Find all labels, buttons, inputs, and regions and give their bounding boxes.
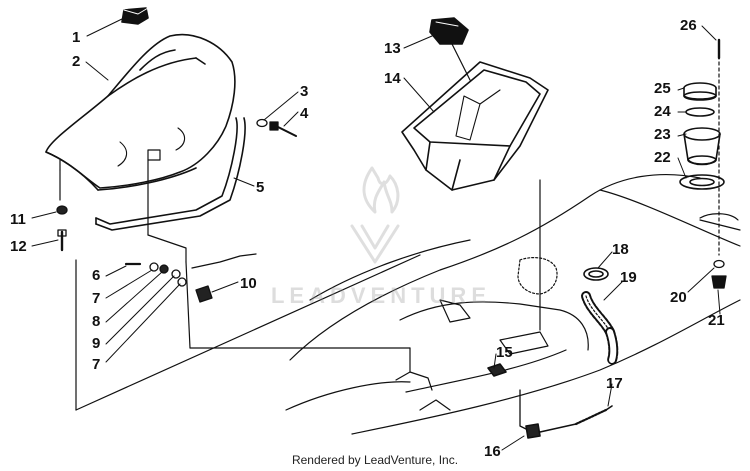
callout-26[interactable]: 26 [680, 17, 697, 34]
leadventure-logo-watermark [350, 166, 400, 264]
callout-23[interactable]: 23 [654, 126, 671, 143]
footer-credit: Rendered by LeadVenture, Inc. [291, 453, 459, 467]
callout-8[interactable]: 8 [92, 313, 101, 330]
callout-3[interactable]: 3 [300, 83, 309, 100]
callout-22[interactable]: 22 [654, 149, 671, 166]
cable-assembly [519, 389, 613, 439]
callout-1[interactable]: 1 [72, 29, 81, 46]
callout-21[interactable]: 21 [708, 312, 725, 329]
storage-tray [401, 61, 549, 191]
callout-15[interactable]: 15 [496, 344, 513, 361]
callout-14[interactable]: 14 [384, 70, 401, 87]
callout-7-upper[interactable]: 7 [92, 290, 101, 307]
watermark-text: LEADVENTURE [270, 283, 491, 308]
fuel-hose-assembly [581, 267, 619, 365]
hull-body [285, 173, 741, 435]
callout-17[interactable]: 17 [606, 375, 623, 392]
callout-4[interactable]: 4 [300, 105, 309, 122]
callout-6[interactable]: 6 [92, 267, 101, 284]
callout-10[interactable]: 10 [240, 275, 257, 292]
clip-part-15 [487, 363, 507, 377]
fuel-cap-assembly [679, 38, 725, 190]
callout-25[interactable]: 25 [654, 80, 671, 97]
callout-16[interactable]: 16 [484, 443, 501, 460]
callout-9[interactable]: 9 [92, 335, 101, 352]
callout-24[interactable]: 24 [654, 103, 671, 120]
callout-18[interactable]: 18 [612, 241, 629, 258]
seat-assembly [45, 33, 236, 191]
callout-11[interactable]: 11 [10, 211, 26, 228]
callout-2[interactable]: 2 [72, 53, 81, 70]
callout-12[interactable]: 12 [10, 238, 27, 255]
assembly-lines [59, 29, 720, 411]
callout-leaders [31, 17, 721, 451]
callout-5[interactable]: 5 [256, 179, 265, 196]
hardware-fasteners [56, 118, 727, 303]
callout-13[interactable]: 13 [384, 40, 401, 57]
tray-latch [429, 17, 469, 45]
callout-7-lower[interactable]: 7 [92, 356, 101, 373]
callout-20[interactable]: 20 [670, 289, 687, 306]
seat-latch [121, 7, 149, 25]
seat-strap [95, 117, 246, 231]
callout-19[interactable]: 19 [620, 269, 637, 286]
